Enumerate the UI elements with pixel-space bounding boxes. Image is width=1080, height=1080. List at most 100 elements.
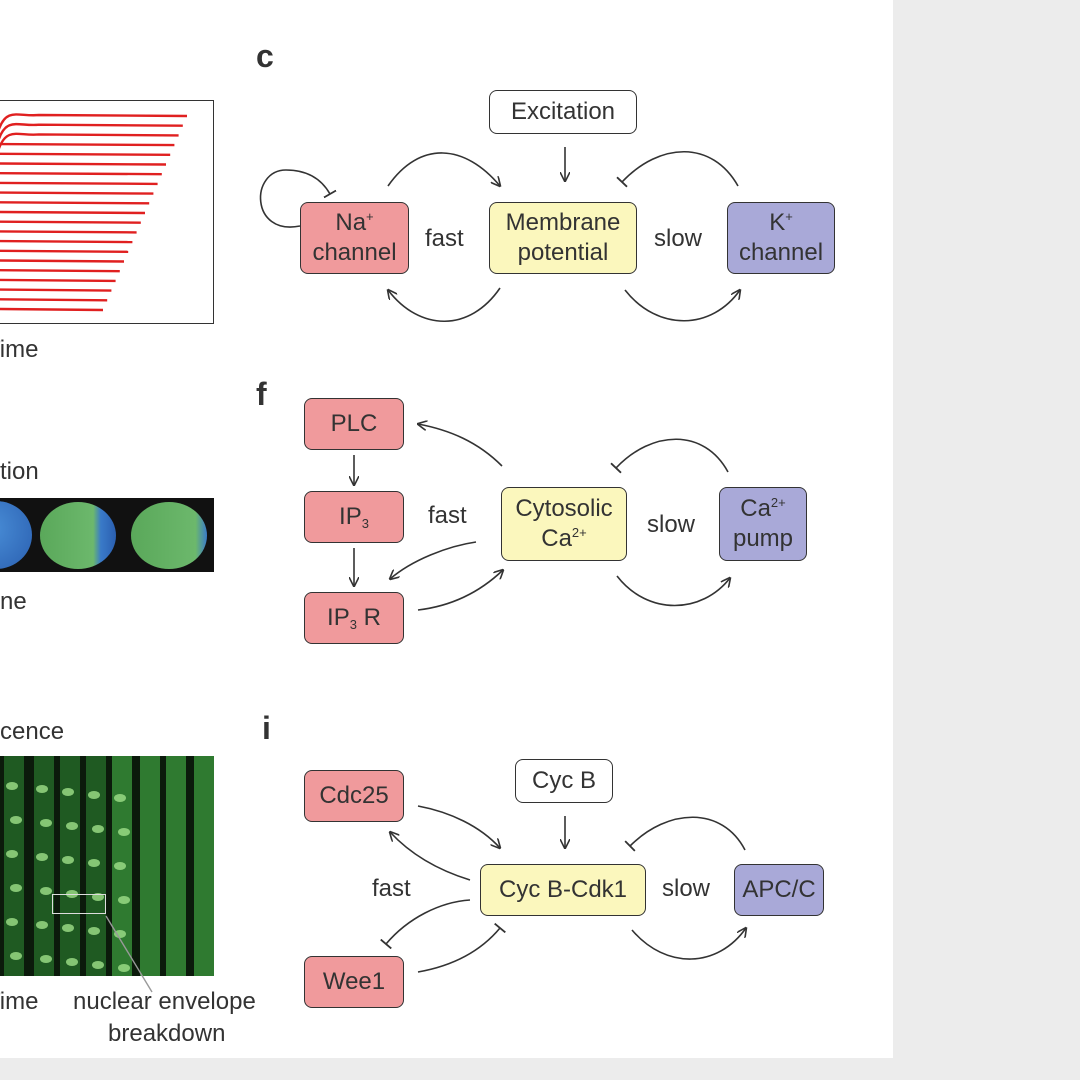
breakdown-label: breakdown: [108, 1020, 226, 1047]
panel-letter-f: f: [256, 376, 267, 412]
fluorescent-spot: [92, 893, 104, 901]
cell-image-2: [40, 502, 116, 569]
membrane-line1: Membrane: [505, 209, 621, 236]
membrane-potential-node: Membrane potential: [489, 202, 637, 274]
fluorescent-spot: [36, 853, 48, 861]
fluorescent-spot: [88, 859, 100, 867]
na-channel-node: Na+ channel: [300, 202, 409, 274]
kymograph-strip: [194, 756, 214, 976]
trace-line: [0, 123, 183, 140]
pump-inhibits-cytosolic: [610, 438, 729, 474]
label-tion: tion: [0, 458, 39, 485]
trace-line: [0, 113, 188, 130]
k-inhibits-membrane: [616, 151, 739, 188]
plc-label: PLC: [330, 410, 378, 437]
fluorescent-spot: [62, 924, 74, 932]
trace-line: [0, 162, 167, 166]
fluorescent-spot: [6, 782, 18, 790]
time-axis-label-3: Time: [0, 990, 39, 1014]
na-channel-line1: Na+: [335, 208, 373, 238]
trace-line: [0, 132, 179, 149]
fluorescent-spot: [6, 850, 18, 858]
fluorescent-spot: [118, 828, 130, 836]
k-channel-line2: channel: [738, 239, 824, 266]
label-ne: ne: [0, 588, 27, 615]
na-charge: +: [366, 209, 374, 224]
kymograph-strip: [166, 756, 186, 976]
excitation-node: Excitation: [489, 90, 637, 134]
fluorescent-spot: [66, 958, 78, 966]
cdc25-to-cdk1-arrow: [417, 805, 500, 848]
cdk1-inhibits-wee1: [380, 899, 471, 950]
cyc-b-cdk1-node: Cyc B-Cdk1: [480, 864, 646, 916]
trace-line: [0, 191, 154, 195]
wee1-inhibits-cdk1: [417, 922, 506, 973]
panel-f-slow-label: slow: [647, 511, 696, 538]
fluorescent-spot: [114, 930, 126, 938]
trace-lines: [0, 113, 188, 312]
cyc-b-cdk1-label: Cyc B-Cdk1: [498, 876, 628, 903]
k-channel-line1: K+: [769, 208, 793, 238]
trace-line: [0, 269, 120, 273]
fluorescent-spot: [10, 816, 22, 824]
cyc-b-node: Cyc B: [515, 759, 613, 803]
panel-c-fast-label: fast: [425, 225, 464, 252]
fluorescence-image: [0, 756, 214, 976]
fluorescent-spot: [92, 825, 104, 833]
k-symbol: K: [769, 209, 786, 236]
trace-line: [0, 307, 104, 312]
fluorescent-spot: [118, 896, 130, 904]
k-channel-node: K+ channel: [727, 202, 835, 274]
fluorescent-spot: [118, 964, 130, 972]
cdc25-node: Cdc25: [304, 770, 404, 822]
trace-line: [0, 201, 150, 205]
kymograph-strips: [4, 756, 214, 976]
wee1-node: Wee1: [304, 956, 404, 1008]
ip3r-to-cytosolic-arrow: [417, 570, 503, 611]
cytosolic-to-ip3r-arrow: [390, 541, 477, 579]
fluorescent-spot: [36, 921, 48, 929]
fluorescent-spot: [66, 822, 78, 830]
trace-line: [0, 220, 141, 224]
trace-line: [0, 172, 162, 176]
trace-line: [0, 239, 133, 244]
fluorescent-spot: [92, 961, 104, 969]
time-axis-label-1: Time: [0, 338, 39, 362]
cytosolic-to-pump-arrow: [616, 575, 730, 607]
membrane-to-na-arrow: [388, 287, 501, 322]
cdk1-to-apc-arrow: [631, 928, 746, 960]
calcium-wave-image: [0, 498, 214, 572]
fluorescent-spot: [88, 927, 100, 935]
cytosolic-line2: Ca2+: [541, 525, 587, 552]
panel-i-fast-label: fast: [372, 875, 411, 902]
fluorescent-spot: [10, 952, 22, 960]
fluorescent-spot: [40, 955, 52, 963]
trace-line: [0, 210, 146, 215]
wee1-label: Wee1: [322, 968, 386, 995]
fluorescent-spot: [114, 862, 126, 870]
k-charge: +: [785, 209, 793, 224]
panel-c-slow-label: slow: [654, 225, 703, 252]
ip3-receptor-node: IP3 R: [304, 592, 404, 644]
fluorescent-spot: [40, 887, 52, 895]
membrane-line2: potential: [517, 239, 609, 266]
na-self-inhibition: [259, 169, 337, 228]
fluorescent-spot: [88, 791, 100, 799]
figure-sheet: Time tion ne cence Time nuclear envelope…: [0, 0, 893, 1058]
na-to-membrane-arrow: [387, 152, 500, 186]
ip3-node: IP3: [304, 491, 404, 543]
panel-letter-c: c: [256, 38, 274, 74]
kymograph-strip: [34, 756, 54, 976]
nuclear-envelope-label: nuclear envelope: [73, 988, 256, 1015]
fluorescent-spot: [6, 918, 18, 926]
cyc-b-label: Cyc B: [531, 767, 596, 794]
pump-line2: pump: [732, 525, 794, 552]
plc-node: PLC: [304, 398, 404, 450]
apc-c-node: APC/C: [734, 864, 824, 916]
ip3-label: IP3: [339, 502, 369, 531]
trace-line: [0, 259, 125, 263]
trace-line: [0, 152, 171, 156]
panel-f-fast-label: fast: [428, 502, 467, 529]
